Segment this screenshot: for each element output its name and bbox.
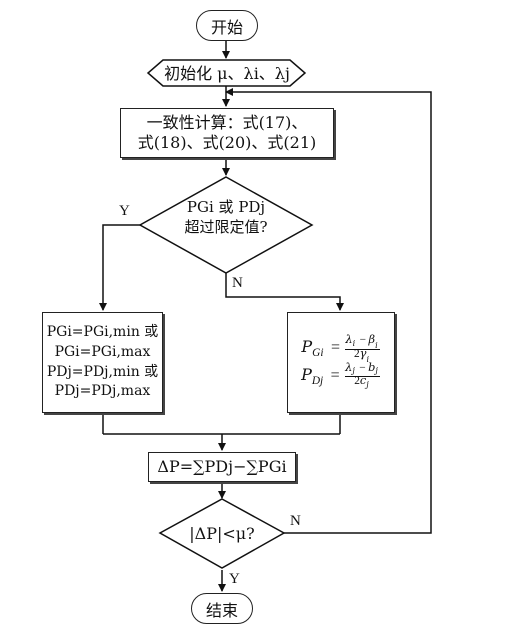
init-label: 初始化 μ、λi、λj (152, 61, 302, 86)
init-text: 初始化 μ、λi、λj (164, 63, 290, 83)
yes-label-1: Y (119, 203, 130, 219)
decision-limit-line-2: 超过限定值? (184, 218, 268, 237)
clamp-line-2: PGi=PGi,max (54, 343, 151, 360)
end-label: 结束 (205, 600, 238, 620)
compute-line-1: 一致性计算：式(17)、 (146, 113, 308, 132)
end-terminal: 结束 (191, 593, 253, 624)
compute-line-2: 式(18)、式(20)、式(21) (137, 133, 317, 152)
clamp-line-3: PDj=PDj,min 或 (46, 363, 159, 380)
delta-p-box: ΔP=∑PDj−∑PGi (148, 452, 296, 482)
decision-converge-text: |ΔP|<μ? (170, 523, 274, 545)
compute-box: 一致性计算：式(17)、 式(18)、式(20)、式(21) (120, 108, 334, 158)
clamp-box: PGi=PGi,min 或 PGi=PGi,max PDj=PDj,min 或 … (42, 312, 163, 413)
clamp-line-4: PDj=PDj,max (54, 383, 151, 400)
init-shape (146, 59, 307, 87)
decision-converge-shape (158, 498, 286, 569)
edge-decision1-yes (99, 224, 143, 311)
decision-limit-line-1: PGi 或 PDj (186, 198, 266, 216)
edge-decision2-no-loop (225, 88, 432, 534)
delta-p-text: ΔP=∑PDj−∑PGi (157, 457, 287, 476)
no-label-1: N (232, 275, 243, 291)
decision-limit-shape (138, 176, 314, 274)
start-label: 开始 (210, 17, 243, 37)
no-label-2: N (290, 513, 301, 529)
clamp-line-1: PGi=PGi,min 或 (46, 324, 159, 341)
yes-label-2: Y (229, 571, 240, 587)
start-terminal: 开始 (196, 10, 258, 41)
decision-limit-text: PGi 或 PDj 超过限定值? (156, 197, 296, 238)
edge-decision1-no (225, 273, 344, 311)
decision-converge-label: |ΔP|<μ? (189, 524, 255, 543)
